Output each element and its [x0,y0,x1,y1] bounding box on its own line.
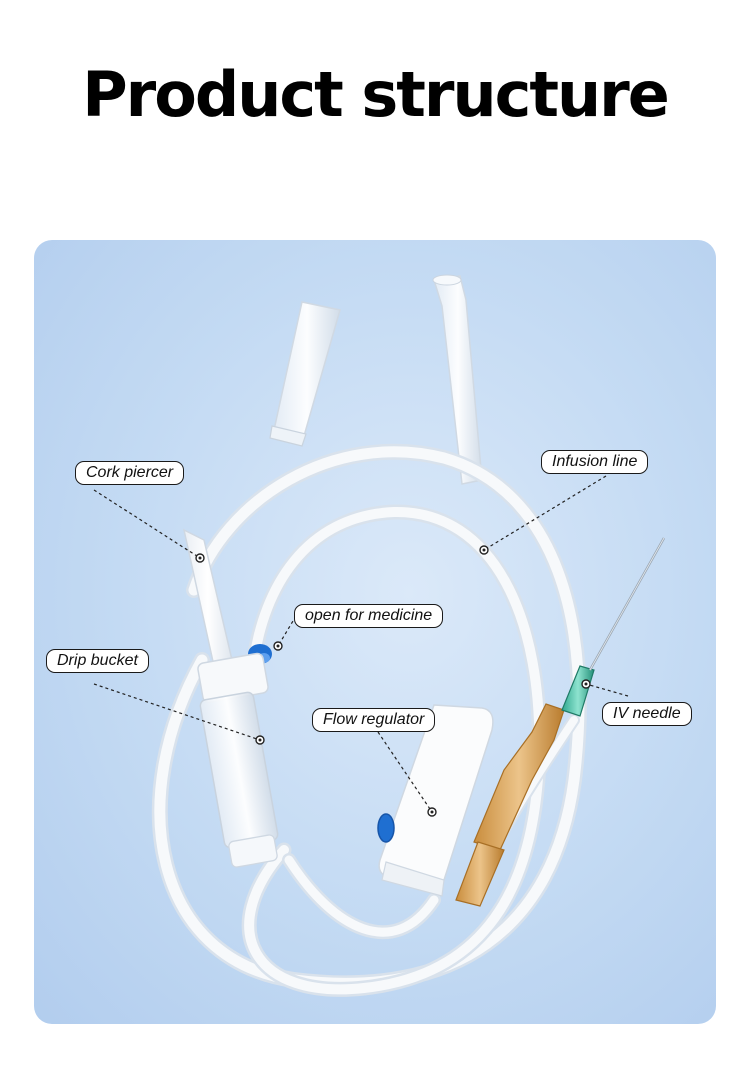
label-infusion-line: Infusion line [541,450,649,474]
protective-cap-right [432,274,483,485]
iv-set-illustration [93,274,666,997]
drip-chamber [197,652,279,868]
protective-cap-left [269,301,341,447]
leader-flow-regulator [377,731,433,813]
page-title: Product structure [82,58,670,131]
leader-lines [93,475,629,813]
label-flow-regulator: Flow regulator [312,708,436,732]
label-open-for-medicine: open for medicine [294,604,444,628]
product-diagram-panel: Cork piercer Infusion line open for medi… [34,240,716,1024]
leader-cork-piercer [93,489,201,559]
leader-drip-bucket [93,683,261,741]
label-iv-needle: IV needle [602,702,692,726]
iv-needle [561,537,666,717]
leader-iv-needle [585,683,629,697]
label-cork-piercer: Cork piercer [75,461,185,485]
flow-regulator [377,704,494,897]
label-drip-bucket: Drip bucket [46,649,149,673]
